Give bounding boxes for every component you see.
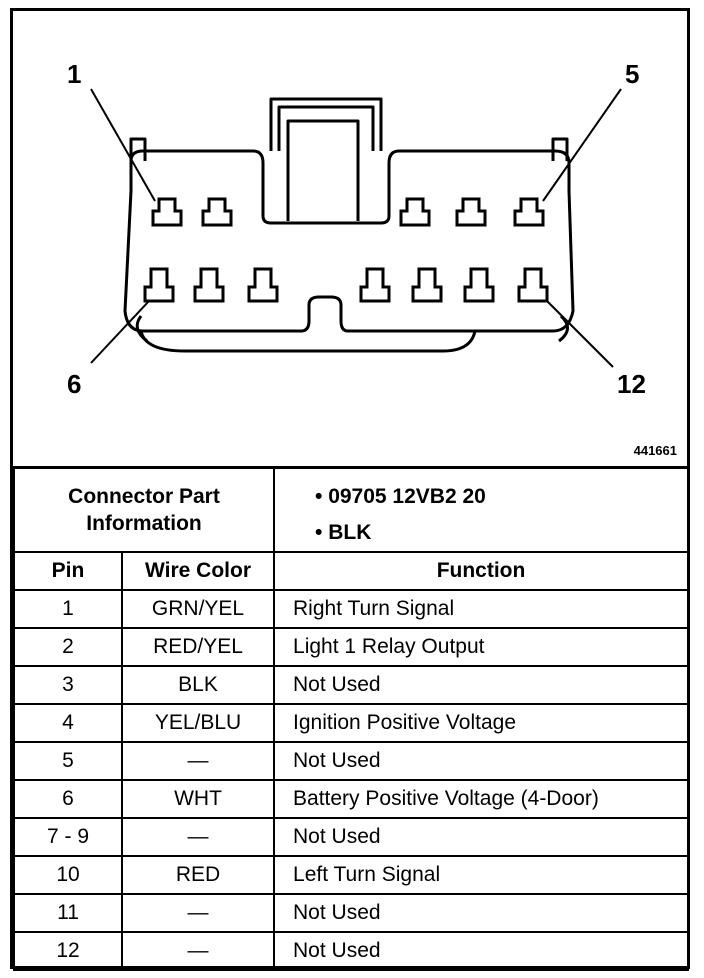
header-wire-color: Wire Color	[120, 551, 276, 591]
function-cell: Not Used	[273, 893, 690, 933]
function-cell: Battery Positive Voltage (4-Door)	[273, 779, 690, 819]
pin-cell: 6	[13, 779, 123, 819]
wire-color-cell: WHT	[120, 779, 276, 819]
connector-pinout-table: Connector Part Information • 09705 12VB2…	[12, 466, 690, 971]
header-function: Function	[273, 551, 690, 591]
terminal-10	[411, 267, 443, 303]
pin-cell: 7 - 9	[13, 817, 123, 857]
figure-id: 441661	[633, 443, 677, 458]
function-cell: Not Used	[273, 741, 690, 781]
table-row: 12 — Not Used	[13, 931, 690, 971]
pin-cell: 4	[13, 703, 123, 743]
pin-cell: 12	[13, 931, 123, 971]
table-row: 10 RED Left Turn Signal	[13, 855, 690, 895]
terminal-7	[193, 267, 225, 303]
function-cell: Ignition Positive Voltage	[273, 703, 690, 743]
wire-color-cell: YEL/BLU	[120, 703, 276, 743]
terminal-6	[143, 267, 175, 303]
table-row: 5 — Not Used	[13, 741, 690, 781]
pin-cell: 3	[13, 665, 123, 705]
connector-color: • BLK	[315, 521, 372, 544]
function-cell: Right Turn Signal	[273, 589, 690, 629]
function-cell: Left Turn Signal	[273, 855, 690, 895]
terminal-8	[247, 267, 279, 303]
leader-pin-5	[542, 88, 622, 202]
connector-part-number: • 09705 12VB2 20	[315, 485, 486, 508]
terminal-2	[201, 197, 233, 227]
function-cell: Not Used	[273, 817, 690, 857]
terminal-5	[513, 197, 545, 227]
wire-color-cell: RED/YEL	[120, 627, 276, 667]
connector-part-info-label: Connector Part Information	[12, 466, 276, 553]
connector-part-info-list: • 09705 12VB2 20 • BLK	[273, 466, 690, 553]
terminal-11	[463, 267, 495, 303]
connector-latch	[269, 97, 383, 151]
table-row: 4 YEL/BLU Ignition Positive Voltage	[13, 703, 690, 743]
pin-cell: 1	[13, 589, 123, 629]
table-row: 3 BLK Not Used	[13, 665, 690, 705]
wire-color-cell: RED	[120, 855, 276, 895]
leader-pin-1	[90, 88, 156, 202]
pin-callout-5: 5	[625, 59, 640, 89]
wire-color-cell: —	[120, 893, 276, 933]
pin-callout-1: 1	[67, 59, 82, 89]
leader-pin-6	[90, 300, 150, 364]
table-row: 6 WHT Battery Positive Voltage (4-Door)	[13, 779, 690, 819]
terminal-1	[151, 197, 183, 227]
wire-color-cell: —	[120, 817, 276, 857]
pin-callout-12: 12	[617, 369, 646, 399]
table-row: 11 — Not Used	[13, 893, 690, 933]
function-cell: Not Used	[273, 665, 690, 705]
terminal-3	[399, 197, 431, 227]
wire-color-cell: —	[120, 741, 276, 781]
connector-housing	[123, 149, 575, 333]
function-cell: Light 1 Relay Output	[273, 627, 690, 667]
leader-pin-12	[546, 300, 614, 368]
pin-callout-6: 6	[67, 369, 82, 399]
header-pin: Pin	[13, 551, 123, 591]
table-row: 2 RED/YEL Light 1 Relay Output	[13, 627, 690, 667]
table-row: 1 GRN/YEL Right Turn Signal	[13, 589, 690, 629]
pin-cell: 11	[13, 893, 123, 933]
connector-diagram	[90, 88, 622, 368]
terminal-4	[455, 197, 487, 227]
pin-cell: 2	[13, 627, 123, 667]
connector-figure-frame: 1 5 6 12 441661 Connector Part Informati…	[10, 8, 690, 971]
wire-color-cell: GRN/YEL	[120, 589, 276, 629]
pin-cell: 5	[13, 741, 123, 781]
table-row: 7 - 9 — Not Used	[13, 817, 690, 857]
wire-color-cell: BLK	[120, 665, 276, 705]
wire-color-cell: —	[120, 931, 276, 971]
terminal-9	[359, 267, 391, 303]
terminal-row-bottom	[143, 267, 549, 303]
terminal-12	[517, 267, 549, 303]
function-cell: Not Used	[273, 931, 690, 971]
terminal-row-top	[151, 197, 545, 227]
pin-cell: 10	[13, 855, 123, 895]
